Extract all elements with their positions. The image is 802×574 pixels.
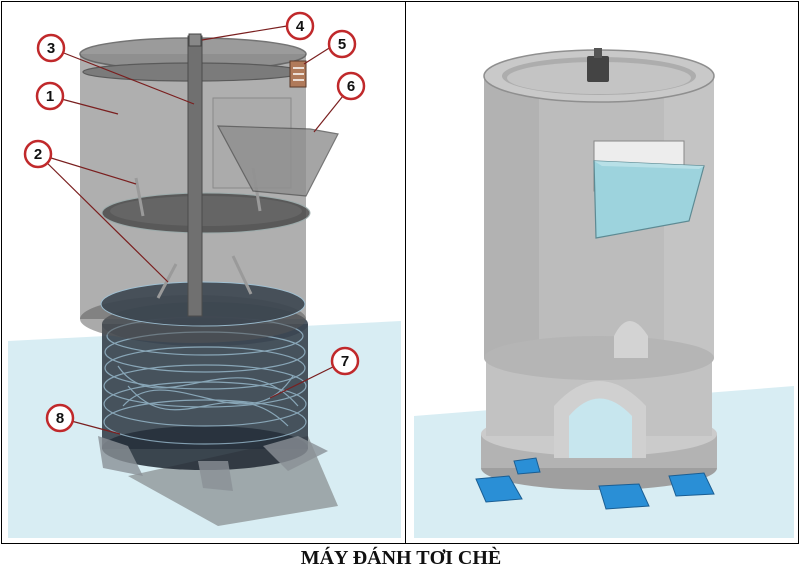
callout-7-label: 7 xyxy=(341,353,349,370)
callout-1: 1 xyxy=(35,81,65,111)
solid-view-panel xyxy=(414,6,794,538)
discharge-chute xyxy=(216,125,339,197)
discharge-chute-lip xyxy=(594,161,704,169)
xray-view-panel: 1 2 3 4 5 6 7 8 xyxy=(8,6,401,538)
leader-lines xyxy=(37,25,352,435)
callout-7: 7 xyxy=(330,346,360,376)
figure-caption: MÁY ĐÁNH TƠI CHÈ xyxy=(300,547,502,569)
callout-4: 4 xyxy=(285,11,315,41)
discharge-chute xyxy=(593,160,705,239)
xray-machine-drawing: 1 2 3 4 5 6 7 8 xyxy=(8,11,401,538)
callout-4-label: 4 xyxy=(296,18,305,35)
top-knob xyxy=(587,48,609,82)
lower-plate xyxy=(100,281,306,327)
callout-6: 6 xyxy=(336,71,366,101)
support-feet xyxy=(475,457,715,510)
callout-3-label: 3 xyxy=(47,40,55,57)
central-shaft xyxy=(187,33,203,317)
figure-frame xyxy=(1,1,799,544)
callout-5: 5 xyxy=(327,29,357,59)
callout-5-label: 5 xyxy=(338,36,346,53)
callout-2-label: 2 xyxy=(34,146,42,163)
solid-machine-drawing xyxy=(414,48,794,538)
upper-plate xyxy=(101,192,311,234)
callout-8: 8 xyxy=(45,403,75,433)
callout-6-label: 6 xyxy=(347,78,355,95)
callout-1-label: 1 xyxy=(46,88,54,105)
callout-8-label: 8 xyxy=(56,410,64,427)
callout-3: 3 xyxy=(36,33,66,63)
panel-divider xyxy=(405,1,406,544)
callout-2: 2 xyxy=(23,139,53,169)
